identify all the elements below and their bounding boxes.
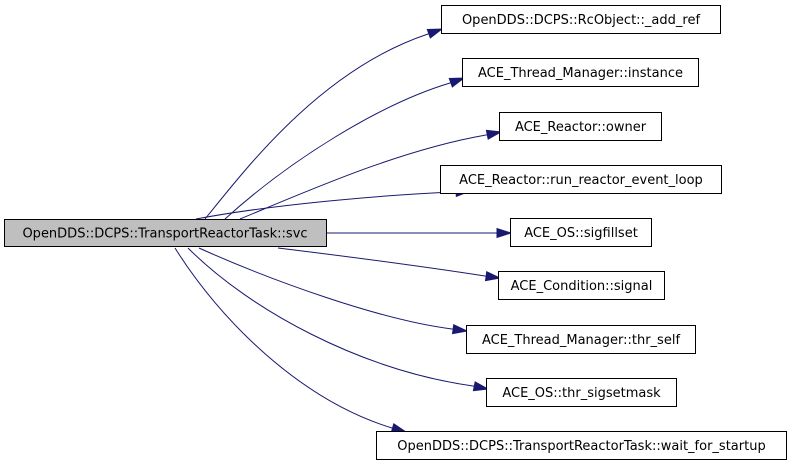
call-edge bbox=[277, 247, 486, 277]
callee-node[interactable]: ACE_Thread_Manager::instance bbox=[462, 58, 699, 87]
callee-node-label: ACE_Thread_Manager::thr_self bbox=[482, 333, 680, 348]
callee-node-box bbox=[486, 378, 677, 407]
callee-node-label: ACE_OS::thr_sigsetmask bbox=[502, 386, 661, 401]
callee-node-label: OpenDDS::DCPS::RcObject::_add_ref bbox=[462, 13, 700, 28]
call-edge-arrowhead bbox=[448, 77, 466, 88]
callee-node[interactable]: OpenDDS::DCPS::RcObject::_add_ref bbox=[441, 5, 721, 34]
call-edge-arrowhead bbox=[451, 323, 469, 335]
callee-node[interactable]: ACE_Reactor::owner bbox=[499, 112, 662, 141]
callee-node[interactable]: ACE_OS::sigfillset bbox=[510, 218, 652, 247]
root-node-label: OpenDDS::DCPS::TransportReactorTask::svc bbox=[22, 227, 307, 242]
callee-node-label: ACE_Thread_Manager::instance bbox=[478, 66, 683, 81]
callee-node[interactable]: ACE_Condition::signal bbox=[498, 271, 665, 300]
callee-node[interactable]: ACE_OS::thr_sigsetmask bbox=[486, 378, 677, 407]
callee-node-box bbox=[376, 431, 787, 460]
call-edge bbox=[174, 247, 393, 429]
call-edge-arrowhead bbox=[472, 381, 490, 392]
callee-node-box bbox=[462, 58, 699, 87]
callee-node[interactable]: ACE_Thread_Manager::thr_self bbox=[466, 325, 696, 354]
call-edge bbox=[204, 33, 429, 220]
call-edge-arrowhead bbox=[496, 227, 513, 239]
callee-node-box bbox=[440, 165, 722, 194]
callee-node-label: ACE_OS::sigfillset bbox=[524, 226, 638, 241]
call-edge-arrowhead bbox=[426, 28, 444, 39]
callee-node-box bbox=[510, 218, 652, 247]
callee-node-label: ACE_Condition::signal bbox=[511, 279, 653, 294]
callee-node-label: ACE_Reactor::run_reactor_event_loop bbox=[459, 173, 703, 188]
callee-node-box bbox=[498, 271, 665, 300]
callee-node-label: ACE_Reactor::owner bbox=[515, 120, 647, 135]
root-node[interactable]: OpenDDS::DCPS::TransportReactorTask::svc bbox=[4, 219, 327, 247]
call-edge-arrowhead bbox=[485, 129, 503, 140]
call-edge bbox=[224, 82, 451, 220]
callee-node-box bbox=[499, 112, 662, 141]
call-edges bbox=[174, 28, 513, 434]
callee-node-box bbox=[441, 5, 721, 34]
root-node-box bbox=[4, 219, 327, 247]
call-edge bbox=[195, 191, 456, 220]
callee-node-label: OpenDDS::DCPS::TransportReactorTask::wai… bbox=[397, 439, 765, 454]
call-edge bbox=[198, 247, 453, 330]
callee-node[interactable]: ACE_Reactor::run_reactor_event_loop bbox=[440, 165, 722, 194]
callee-node[interactable]: OpenDDS::DCPS::TransportReactorTask::wai… bbox=[376, 431, 787, 460]
callee-node-box bbox=[466, 325, 696, 354]
call-edge-arrowhead bbox=[484, 270, 502, 282]
call-edge bbox=[187, 247, 474, 387]
call-nodes: OpenDDS::DCPS::TransportReactorTask::svc… bbox=[4, 5, 787, 460]
